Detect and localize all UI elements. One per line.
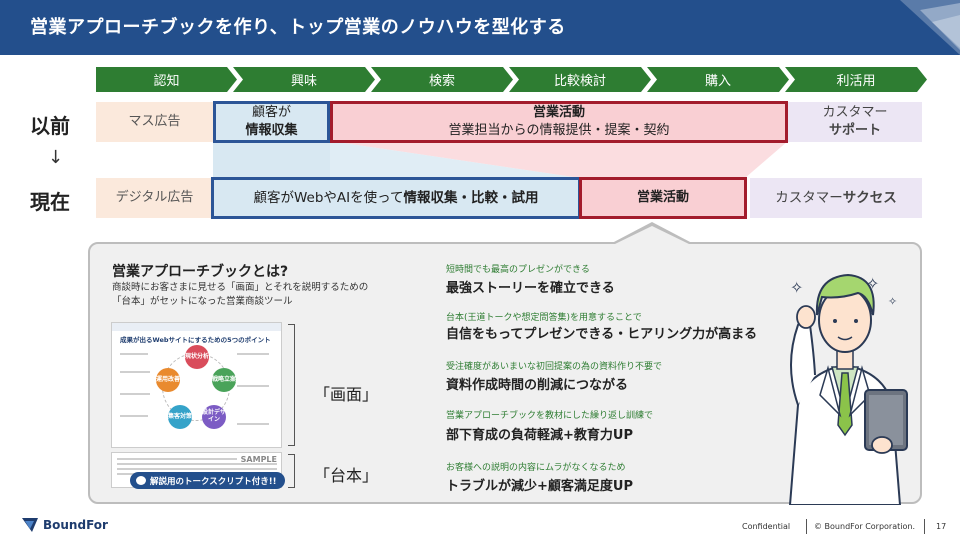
thumb-text-line [120,353,148,355]
success-pre: カスタマー [775,189,843,207]
businessman-illustration [770,255,920,505]
thumb-text-line [237,385,269,387]
thumb-circle-design: 設計デザイン [202,405,226,429]
sales-activity-box-after: 営業活動 [579,177,747,219]
book-desc-line1: 商談時にお客さまに見せる「画面」とそれを説明するための [112,281,412,295]
book-desc-line2: 「台本」がセットになった営業商談ツール [112,295,412,309]
thumb-circle-attract: 集客対策 [168,405,192,429]
mass-ad-text: マス広告 [128,113,180,131]
panel-pointer-inner [615,226,689,244]
customer-research-pre: 顧客がWebやAIを使って [254,189,404,207]
support-line1: カスタマー [822,104,887,122]
logo-text: BoundFor [43,518,108,532]
customer-info-line2: 情報収集 [245,122,297,140]
benefit-3-sub: 受注確度があいまいな初回提案の為の資料作り不要で [446,359,662,372]
benefit-3-main: 資料作成時間の削減につながる [446,374,628,393]
benefit-5-sub: お客様への説明の内容にムラがなくなるため [446,460,626,473]
footer-separator [806,519,807,534]
screen-label: 「画面」 [314,381,378,405]
customer-research-bold: 情報収集・比較・試用 [403,189,538,207]
thumb-circle-strategy: 戦略立案 [212,368,236,392]
screen-thumbnail: 成果が出るWebサイトにするための5つのポイント 現状分析 戦略立案 設計デザイ… [111,322,282,448]
customer-research-box: 顧客がWebやAIを使って情報収集・比較・試用 [211,177,581,219]
sales-activity-title: 営業活動 [533,104,585,122]
benefit-1-main: 最強ストーリーを確立できる [446,277,615,296]
thumb-text-line [120,415,148,417]
after-label: 現在 [30,186,70,215]
copyright-text: © BoundFor Corporation. [814,522,915,531]
thumb-circle-analysis: 現状分析 [185,345,209,369]
thumb-text-line [117,458,237,460]
digital-ad-text: デジタル広告 [116,189,194,207]
thumb-text-line [237,423,269,425]
benefit-1-sub: 短時間でも最高のプレゼンができる [446,262,590,275]
success-bold: サクセス [843,189,897,207]
thumb-text-line [117,463,277,465]
sales-activity-sub: 営業担当からの情報提供・提案・契約 [448,122,669,140]
thumb-circle-operation: 運用改善 [156,368,180,392]
benefit-4-main: 部下育成の負荷軽減+教育力UP [446,424,633,443]
customer-info-line1: 顧客が [252,104,291,122]
benefit-4-sub: 営業アプローチブックを教材にした繰り返し訓練で [446,408,653,421]
customer-info-box: 顧客が 情報収集 [213,101,330,143]
script-bracket [288,454,295,488]
thumb-text-line [120,371,150,373]
screen-bracket [288,324,295,446]
confidential-label: Confidential [742,522,790,531]
customer-success-cell: カスタマーサクセス [750,178,922,218]
script-badge: 解説用のトークスクリプト付き!! [130,472,285,489]
benefit-5-main: トラブルが減少+顧客満足度UP [446,475,633,494]
thumb-header-bar [112,323,281,331]
script-badge-text: 解説用のトークスクリプト付き!! [150,475,277,487]
book-description: 商談時にお客さまに見せる「画面」とそれを説明するための 「台本」がセットになった… [112,281,412,309]
speech-bubble-icon [136,476,146,485]
sales-activity-box-before: 営業活動 営業担当からの情報提供・提案・契約 [330,101,788,143]
thumb-text-line [120,393,150,395]
page-number: 17 [936,522,946,531]
company-logo: BoundFor [22,518,108,532]
script-label: 「台本」 [314,462,378,486]
sales-activity-after-text: 営業活動 [637,189,689,207]
mass-ad-cell: マス広告 [96,102,213,142]
benefit-2-sub: 台本(王道トークや想定問答集)を用意することで [446,310,642,323]
support-line2: サポート [829,122,881,140]
book-title: 営業アプローチブックとは? [112,261,288,281]
digital-ad-cell: デジタル広告 [96,178,213,218]
thumb-text-line [237,353,269,355]
thumb-title: 成果が出るWebサイトにするための5つのポイント [120,334,271,344]
customer-support-cell: カスタマー サポート [788,102,922,142]
thumb-text-line [117,468,277,470]
benefit-2-main: 自信をもってプレゼンできる・ヒアリング力が高まる [446,323,757,342]
footer-separator [924,519,925,534]
logo-mark-icon [22,518,38,532]
